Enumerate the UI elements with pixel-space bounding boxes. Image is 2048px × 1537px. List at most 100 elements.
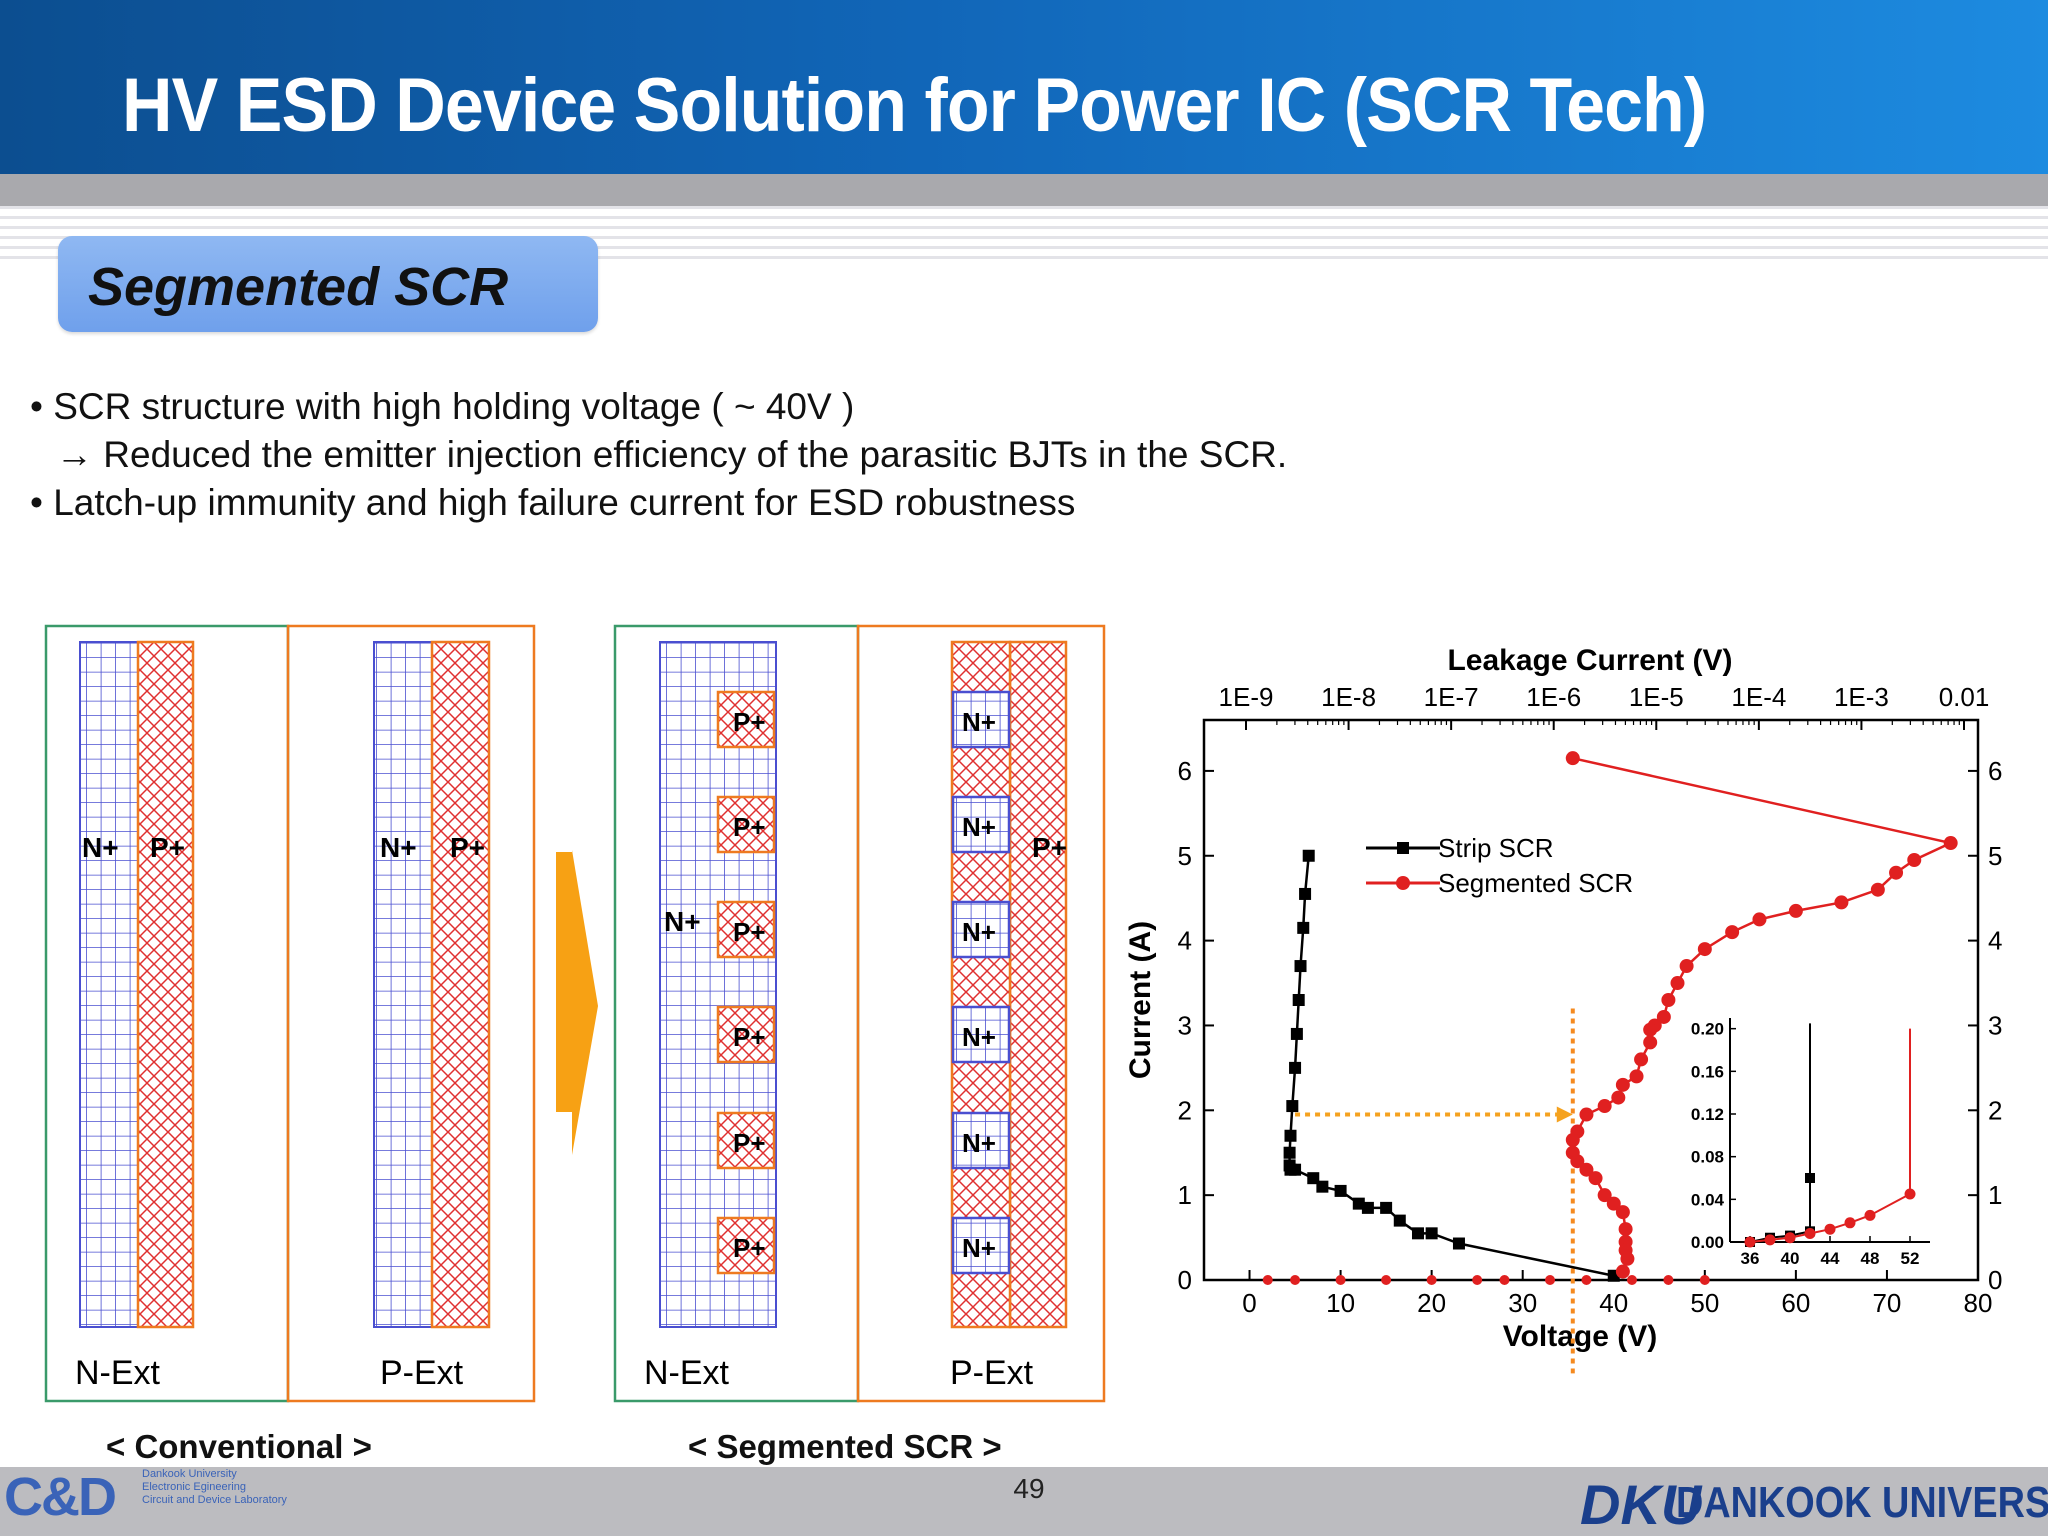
segmented-scr-point bbox=[1643, 1022, 1658, 1037]
page-number: 49 bbox=[1013, 1473, 1045, 1504]
p-ext-region-segmented bbox=[856, 624, 1106, 1403]
segmented-scr-point bbox=[1579, 1107, 1594, 1122]
x-tick-label: 40 bbox=[1599, 1288, 1628, 1318]
n-plus-label: N+ bbox=[82, 832, 119, 863]
p-plus-strip bbox=[136, 640, 195, 1329]
n-plus-segment bbox=[951, 1111, 1011, 1170]
leakage-point bbox=[1426, 1275, 1437, 1285]
segmented-scr-point bbox=[1752, 912, 1767, 927]
strip-scr-point bbox=[1289, 1163, 1302, 1176]
title-banner: HV ESD Device Solution for Power IC (SCR… bbox=[0, 0, 2048, 174]
n-plus-strip bbox=[659, 641, 777, 1328]
iv-chart: Leakage Current (V) Voltage (V) Current … bbox=[1124, 644, 2002, 1374]
leakage-point bbox=[1699, 1275, 1710, 1285]
inset-segmented-point bbox=[1764, 1234, 1776, 1246]
segmented-scr-point bbox=[1697, 942, 1712, 957]
university-emblem: DKU bbox=[1580, 1473, 1702, 1536]
strip-scr-point bbox=[1302, 849, 1315, 862]
segmented-scr-point bbox=[1788, 903, 1803, 918]
strip-scr-point bbox=[1316, 1180, 1329, 1193]
y-tick-label-right: 3 bbox=[1988, 1010, 2002, 1040]
x-tick-label: 80 bbox=[1964, 1288, 1993, 1318]
top-tick-label: 1E-9 bbox=[1219, 682, 1274, 712]
p-plus-strip bbox=[430, 640, 491, 1329]
p-plus-segment bbox=[716, 795, 776, 854]
p-plus-label: P+ bbox=[1032, 832, 1067, 863]
leakage-point bbox=[1581, 1275, 1592, 1285]
p-plus-column bbox=[950, 640, 1012, 1329]
y-tick-label-right: 0 bbox=[1988, 1265, 2002, 1295]
n-plus-label: N+ bbox=[962, 707, 996, 737]
p-plus-label: P+ bbox=[733, 917, 766, 947]
top-tick-label: 1E-3 bbox=[1834, 682, 1889, 712]
inset-x-tick-label: 40 bbox=[1781, 1249, 1800, 1268]
segmented-scr-point bbox=[1870, 882, 1885, 897]
strip-scr-point bbox=[1290, 1027, 1303, 1040]
inset-y-tick-label: 0.04 bbox=[1691, 1190, 1725, 1209]
legend-marker bbox=[1397, 842, 1409, 854]
strip-scr-point bbox=[1380, 1201, 1393, 1214]
segmented-scr-point bbox=[1889, 865, 1904, 880]
slide-title: HV ESD Device Solution for Power IC (SCR… bbox=[122, 63, 1707, 148]
segmented-scr-point bbox=[1606, 1196, 1621, 1211]
segmented-scr-point bbox=[1679, 959, 1694, 974]
n-plus-segment bbox=[951, 795, 1011, 854]
segmented-scr-point bbox=[1661, 993, 1676, 1007]
legend-marker bbox=[1396, 876, 1410, 890]
segmented-scr-point bbox=[1570, 1154, 1585, 1169]
n-plus-label: N+ bbox=[962, 1128, 996, 1158]
y-tick-label-right: 4 bbox=[1988, 926, 2002, 956]
inset-segmented-point bbox=[1824, 1223, 1836, 1235]
strip-scr-point bbox=[1286, 1100, 1299, 1113]
segmented-scr-point bbox=[1670, 976, 1685, 991]
x-tick-label: 0 bbox=[1242, 1288, 1256, 1318]
p-plus-label: P+ bbox=[150, 832, 185, 863]
segmented-scr-point bbox=[1615, 1264, 1630, 1279]
strip-scr-point bbox=[1361, 1201, 1374, 1214]
strip-scr-point bbox=[1283, 1146, 1296, 1159]
legend-label: Strip SCR bbox=[1438, 833, 1554, 863]
p-plus-label: P+ bbox=[733, 1233, 766, 1263]
n-plus-label: N+ bbox=[962, 1233, 996, 1263]
p-plus-segment bbox=[716, 1216, 776, 1275]
leakage-point bbox=[1626, 1275, 1637, 1285]
leakage-point bbox=[1663, 1275, 1674, 1285]
inset-segmented-line bbox=[1749, 1028, 1911, 1243]
segmented-scr-point bbox=[1643, 1035, 1658, 1050]
leakage-point bbox=[1381, 1275, 1392, 1285]
y-tick-label: 1 bbox=[1178, 1180, 1192, 1210]
conventional-caption: < Conventional > bbox=[106, 1428, 372, 1465]
x-tick-label: 20 bbox=[1417, 1288, 1446, 1318]
strip-scr-point bbox=[1411, 1227, 1424, 1240]
bullet-2: • Latch-up immunity and high failure cur… bbox=[30, 482, 1076, 523]
inset-x-tick-label: 52 bbox=[1901, 1249, 1920, 1268]
n-plus-label: N+ bbox=[664, 906, 701, 937]
strip-scr-point bbox=[1292, 994, 1305, 1006]
n-plus-segment bbox=[951, 1005, 1011, 1064]
x-tick-label: 70 bbox=[1872, 1288, 1901, 1318]
inset-segmented-point bbox=[1744, 1236, 1756, 1248]
segmented-scr-point bbox=[1620, 1251, 1635, 1266]
inset-segmented-point bbox=[1844, 1217, 1856, 1229]
y-tick-label-right: 5 bbox=[1988, 841, 2002, 871]
inset-segmented-point bbox=[1784, 1232, 1796, 1244]
n-plus-segment bbox=[951, 1216, 1011, 1275]
y-tick-label-right: 1 bbox=[1988, 1180, 2002, 1210]
lab-logo: C&D bbox=[4, 1467, 117, 1527]
p-ext-label: P-Ext bbox=[380, 1354, 464, 1392]
series-line bbox=[1571, 756, 1955, 1272]
university-name: DANKOOK UNIVERSITY bbox=[1676, 1478, 2048, 1527]
leakage-point bbox=[1545, 1275, 1556, 1285]
y-tick-label-right: 2 bbox=[1988, 1095, 2002, 1125]
segmented-scr-point bbox=[1565, 751, 1580, 766]
n-ext-label: N-Ext bbox=[644, 1354, 730, 1392]
strip-scr-point bbox=[1299, 887, 1312, 900]
segmented-scr-point bbox=[1611, 1090, 1626, 1105]
segmented-scr-point bbox=[1615, 1205, 1630, 1220]
n-plus-label: N+ bbox=[962, 1022, 996, 1052]
leakage-point bbox=[1262, 1275, 1273, 1285]
n-plus-label: N+ bbox=[962, 812, 996, 842]
strip-scr-point bbox=[1284, 1129, 1297, 1142]
segmented-scr-point bbox=[1634, 1052, 1649, 1067]
